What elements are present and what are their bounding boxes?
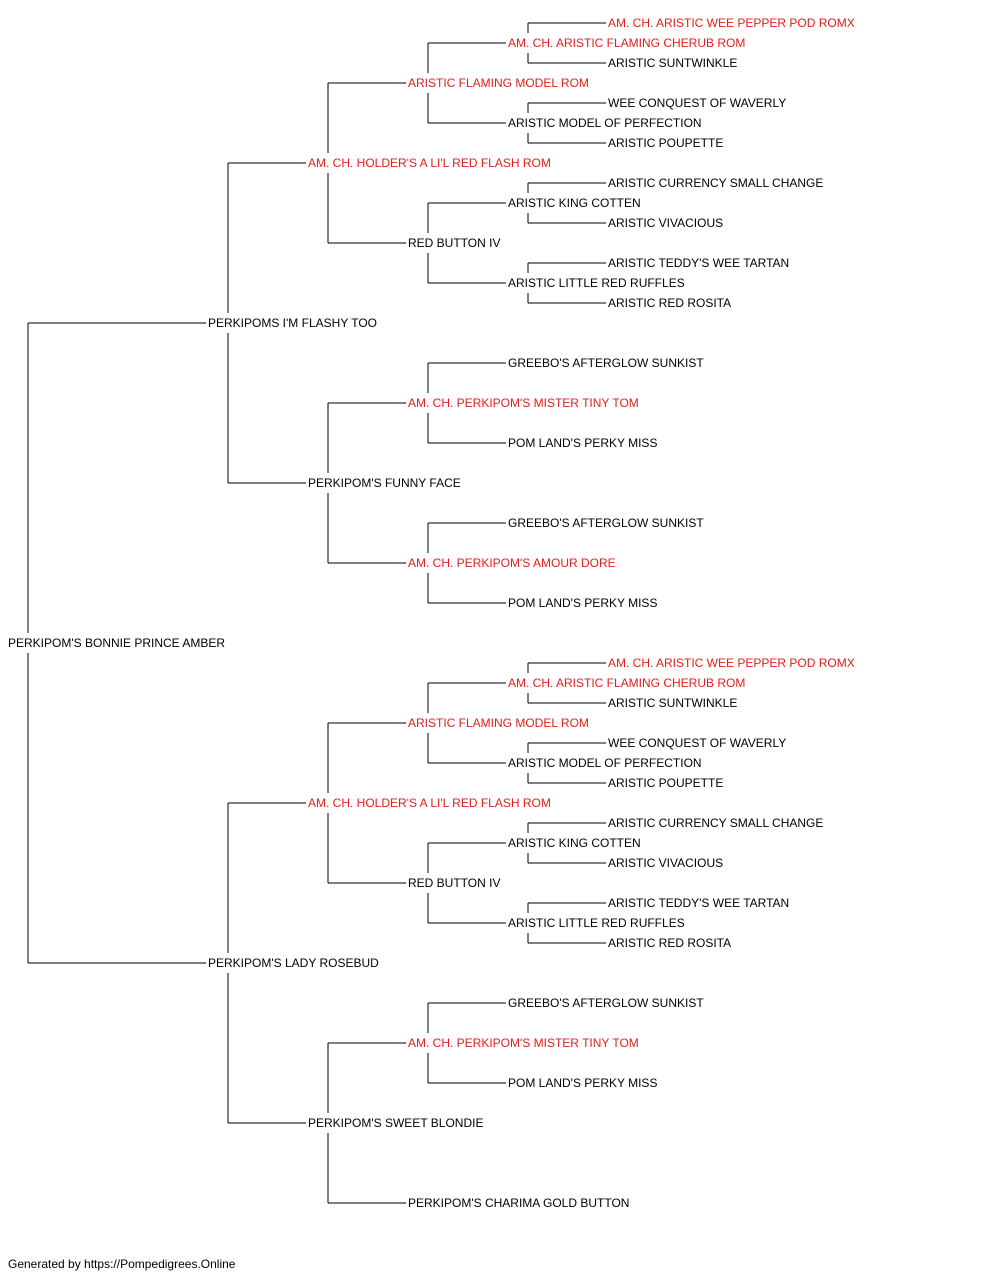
dog-name: AM. CH. PERKIPOM'S AMOUR DORE — [408, 556, 616, 570]
dog-name: ARISTIC CURRENCY SMALL CHANGE — [608, 176, 824, 190]
dog-name: PERKIPOM'S BONNIE PRINCE AMBER — [8, 636, 226, 650]
dog-name: GREEBO'S AFTERGLOW SUNKIST — [508, 356, 704, 370]
dog-name: POM LAND'S PERKY MISS — [508, 436, 658, 450]
dog-name: ARISTIC KING COTTEN — [508, 836, 641, 850]
dog-name: ARISTIC VIVACIOUS — [608, 216, 724, 230]
dog-name: AM. CH. ARISTIC FLAMING CHERUB ROM — [508, 676, 746, 690]
dog-name: POM LAND'S PERKY MISS — [508, 596, 658, 610]
dog-name: ARISTIC FLAMING MODEL ROM — [408, 76, 589, 90]
dog-name: ARISTIC SUNTWINKLE — [608, 56, 738, 70]
dog-name: ARISTIC POUPETTE — [608, 136, 724, 150]
dog-name: ARISTIC VIVACIOUS — [608, 856, 724, 870]
dog-name: ARISTIC TEDDY'S WEE TARTAN — [608, 256, 790, 270]
dog-name: AM. CH. ARISTIC WEE PEPPER POD ROMX — [608, 16, 855, 30]
dog-name: ARISTIC RED ROSITA — [608, 936, 732, 950]
dog-name: ARISTIC MODEL OF PERFECTION — [508, 116, 702, 130]
dog-name: POM LAND'S PERKY MISS — [508, 1076, 658, 1090]
dog-name: PERKIPOM'S SWEET BLONDIE — [308, 1116, 484, 1130]
dog-name: AM. CH. ARISTIC WEE PEPPER POD ROMX — [608, 656, 855, 670]
dog-name: WEE CONQUEST OF WAVERLY — [608, 96, 787, 110]
dog-name: ARISTIC KING COTTEN — [508, 196, 641, 210]
dog-name: ARISTIC SUNTWINKLE — [608, 696, 738, 710]
dog-name: ARISTIC RED ROSITA — [608, 296, 732, 310]
dog-name: ARISTIC MODEL OF PERFECTION — [508, 756, 702, 770]
dog-name: PERKIPOM'S FUNNY FACE — [308, 476, 461, 490]
dog-name: AM. CH. HOLDER'S A LI'L RED FLASH ROM — [308, 156, 551, 170]
dog-name: PERKIPOM'S CHARIMA GOLD BUTTON — [408, 1196, 630, 1210]
dog-name: AM. CH. HOLDER'S A LI'L RED FLASH ROM — [308, 796, 551, 810]
dog-name: WEE CONQUEST OF WAVERLY — [608, 736, 787, 750]
dog-name: ARISTIC LITTLE RED RUFFLES — [508, 276, 685, 290]
dog-name: ARISTIC LITTLE RED RUFFLES — [508, 916, 685, 930]
dog-name: GREEBO'S AFTERGLOW SUNKIST — [508, 996, 704, 1010]
dog-name: AM. CH. PERKIPOM'S MISTER TINY TOM — [408, 396, 639, 410]
dog-name: ARISTIC TEDDY'S WEE TARTAN — [608, 896, 790, 910]
dog-name: GREEBO'S AFTERGLOW SUNKIST — [508, 516, 704, 530]
generated-by-footer: Generated by https://Pompedigrees.Online — [8, 1257, 236, 1271]
dog-name: PERKIPOM'S LADY ROSEBUD — [208, 956, 379, 970]
dog-name: ARISTIC FLAMING MODEL ROM — [408, 716, 589, 730]
dog-name: RED BUTTON IV — [408, 236, 501, 250]
dog-name: PERKIPOMS I'M FLASHY TOO — [208, 316, 378, 330]
dog-name: AM. CH. PERKIPOM'S MISTER TINY TOM — [408, 1036, 639, 1050]
dog-name: RED BUTTON IV — [408, 876, 501, 890]
dog-name: AM. CH. ARISTIC FLAMING CHERUB ROM — [508, 36, 746, 50]
dog-name: ARISTIC CURRENCY SMALL CHANGE — [608, 816, 824, 830]
dog-name: ARISTIC POUPETTE — [608, 776, 724, 790]
